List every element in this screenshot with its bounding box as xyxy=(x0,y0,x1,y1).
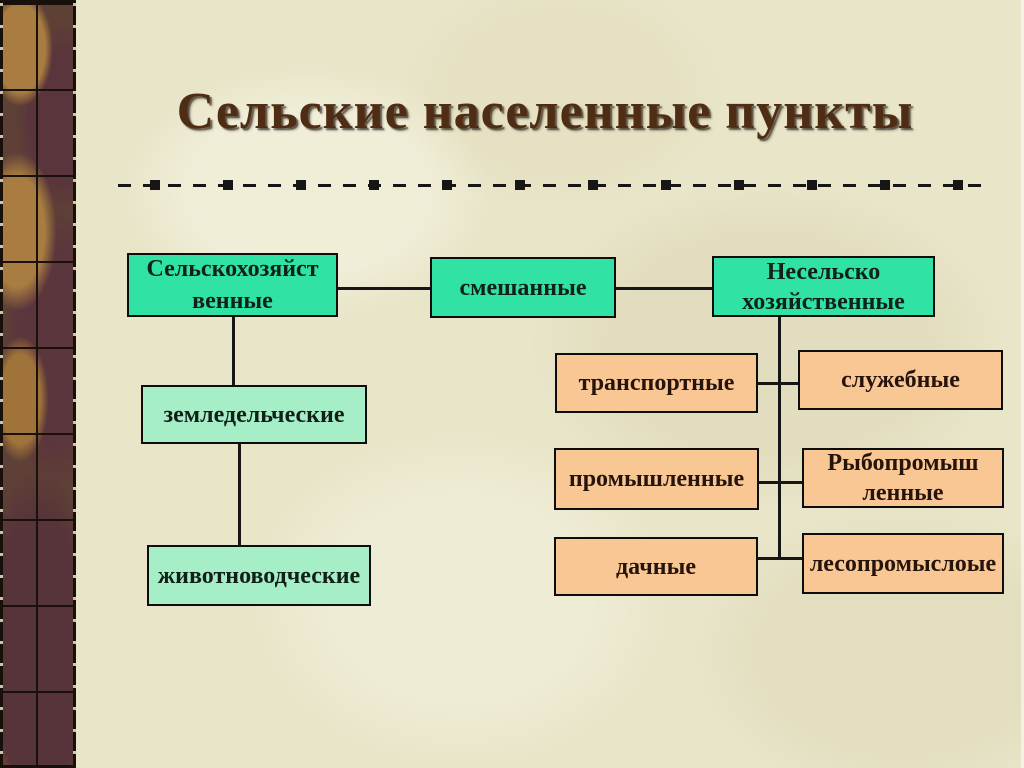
connector-mixed-nonagricultural xyxy=(616,287,712,290)
node-non-agricultural: Несельско хозяйственные xyxy=(712,256,935,317)
node-mixed: смешанные xyxy=(430,257,616,318)
connector-industrial-fishing xyxy=(759,481,802,484)
slide-title: Сельские населенные пункты xyxy=(176,83,914,140)
connector-transport-service xyxy=(758,382,798,385)
decorative-left-border xyxy=(0,0,76,768)
node-agricultural: Сельскохозяйст венные xyxy=(127,253,338,317)
connector-agricultural-farming xyxy=(232,317,235,385)
node-livestock: животноводческие xyxy=(147,545,371,606)
node-fishing: Рыбопромыш ленные xyxy=(802,448,1004,508)
connector-nonagricultural-trunk xyxy=(778,317,781,560)
connector-dacha-forestry xyxy=(758,557,802,560)
node-farming: земледельческие xyxy=(141,385,367,444)
node-service: служебные xyxy=(798,350,1003,410)
connector-agricultural-mixed xyxy=(338,287,430,290)
connector-farming-livestock xyxy=(238,444,241,545)
node-industrial: промышленные xyxy=(554,448,759,510)
slide-right-edge-highlight xyxy=(1021,0,1024,768)
node-forestry: лесопромыслоые xyxy=(802,533,1004,594)
node-transport: транспортные xyxy=(555,353,758,413)
dash-dot-divider xyxy=(118,180,988,190)
node-dacha: дачные xyxy=(554,537,758,596)
